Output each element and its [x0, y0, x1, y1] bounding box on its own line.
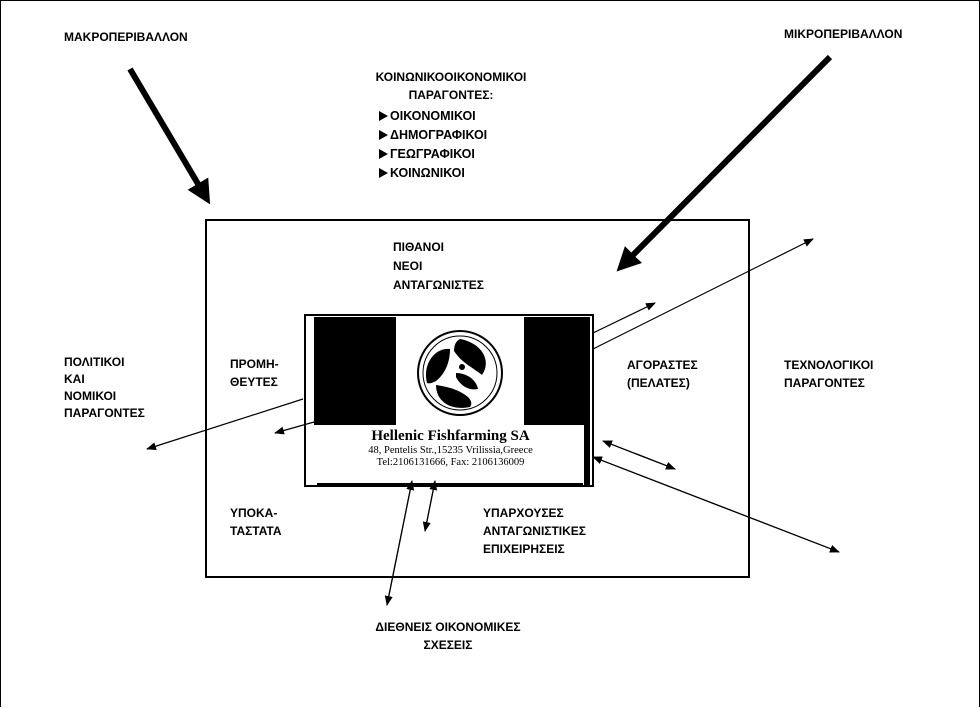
triangle-right-icon [379, 168, 388, 178]
socioeconomic-list: ΟΙΚΟΝΟΜΙΚΟΙ ΔΗΜΟΓΡΑΦΙΚΟΙ ΓΕΩΓΡΑΦΙΚΟΙ ΚΟΙ… [379, 107, 487, 183]
socioeconomic-title-line2: ΠΑΡΑΓΟΝΤΕΣ: [408, 88, 494, 102]
buyers-line1: ΑΓΟΡΑΣΤΕΣ [627, 358, 698, 372]
triangle-right-icon [379, 111, 388, 121]
socioeconomic-title-line1: ΚΟΙΝΩΝΙΚΟΟΙΚΟΝΟΜΙΚΟΙ [375, 70, 527, 84]
technological-factors-line2: ΠΑΡΑΓΟΝΤΕΣ [784, 376, 865, 390]
triangle-right-icon [379, 149, 388, 159]
arrow-to-suppliers [274, 421, 315, 435]
list-item: ΓΕΩΓΡΑΦΙΚΟΙ [379, 145, 487, 164]
technological-factors-line1: ΤΕΧΝΟΛΟΓΙΚΟΙ [784, 358, 874, 372]
new-competitors-line1: ΠΙΘΑΝΟΙ [393, 240, 445, 254]
arrow-buyers-b [602, 440, 676, 470]
arrow-to-technological [592, 238, 814, 350]
micro-environment-label: ΜΙΚΡΟΠΕΡΙΒΑΛΛΟΝ [784, 27, 903, 41]
card-black-block-right [524, 317, 590, 425]
new-competitors-line2: ΝΕΟΙ [393, 259, 423, 273]
company-name: Hellenic Fishfarming SA [371, 428, 530, 444]
company-address: 48, Pentelis Str.,15235 Vrilissia,Greece [368, 445, 533, 456]
list-item: ΔΗΜΟΓΡΑΦΙΚΟΙ [379, 126, 487, 145]
existing-competitors-line2: ΑΝΤΑΓΩΝΙΣΤΙΚΕΣ [483, 524, 587, 538]
arrow-to-political [146, 398, 304, 451]
company-caption: Hellenic Fishfarming SA 48, Pentelis Str… [314, 425, 587, 483]
arrow-to-market-b [592, 456, 840, 553]
list-item: ΚΟΙΝΩΝΙΚΟΙ [379, 164, 487, 183]
international-relations-line2: ΣΧΕΣΕΙΣ [423, 638, 473, 652]
macro-arrow [127, 67, 211, 205]
suppliers-line1: ΠΡΟΜΗ- [230, 357, 279, 371]
card-black-strip-right [584, 425, 590, 485]
list-item: ΟΙΚΟΝΟΜΙΚΟΙ [379, 107, 487, 126]
arrow-to-international-b [386, 480, 415, 606]
macro-environment-label: ΜΑΚΡΟΠΕΡΙΒΑΛΛΟΝ [64, 30, 188, 44]
triangle-right-icon [379, 130, 388, 140]
political-factors-line1: ΠΟΛΙΤΙΚΟΙ [64, 355, 125, 369]
buyers-line2: (ΠΕΛΑΤΕΣ) [627, 376, 690, 390]
political-factors-line2: ΚΑΙ [64, 372, 85, 386]
international-relations-line1: ΔΙΕΘΝΕΙΣ ΟΙΚΟΝΟΜΙΚΕΣ [375, 620, 521, 634]
fish-yin-yang-logo [417, 330, 503, 416]
arrow-to-new-competitors [592, 302, 656, 334]
company-contact: Tel:2106131666, Fax: 2106136009 [376, 457, 525, 468]
micro-arrow [616, 54, 833, 272]
substitutes-line2: ΤΑΣΤΑΤΑ [230, 524, 282, 538]
political-factors-line4: ΠΑΡΑΓΟΝΤΕΣ [64, 406, 145, 420]
micro-environment-box [205, 219, 750, 578]
suppliers-line2: ΘΕΥΤΕΣ [230, 375, 278, 389]
substitutes-line1: ΥΠΟΚΑ- [230, 506, 278, 520]
existing-competitors-line1: ΥΠΑΡΧΟΥΣΕΣ [483, 506, 564, 520]
existing-competitors-line3: ΕΠΙΧΕΙΡΗΣΕΙΣ [483, 542, 565, 556]
arrow-to-substitutes-b [424, 480, 438, 532]
political-factors-line3: ΝΟΜΙΚΟΙ [64, 389, 117, 403]
card-black-block-left [314, 317, 396, 425]
company-logo-area [396, 317, 524, 425]
new-competitors-line3: ΑΝΤΑΓΩΝΙΣΤΕΣ [393, 278, 485, 292]
card-bottom-bar [317, 483, 583, 486]
